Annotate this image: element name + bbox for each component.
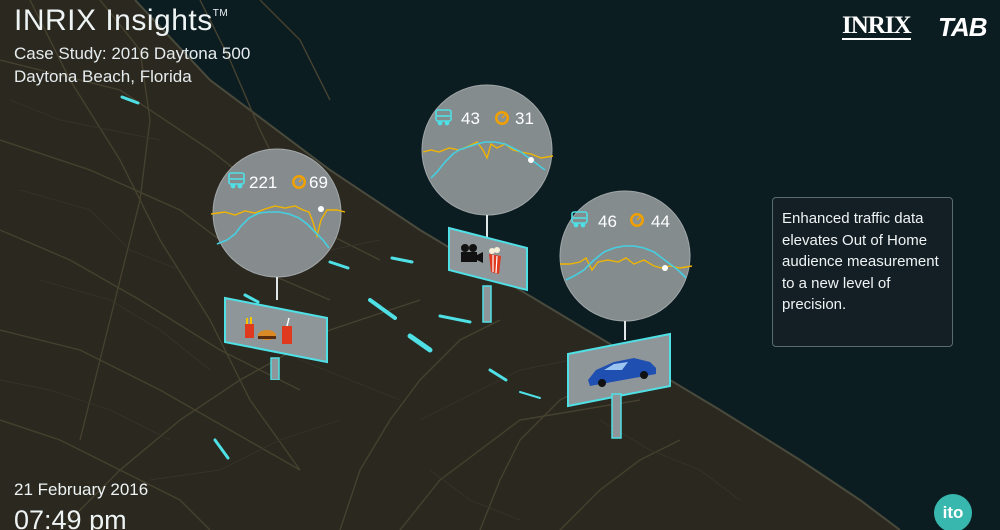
vehicle-count: 46 (598, 212, 617, 231)
speedometer-icon (630, 213, 644, 227)
volume-line (430, 141, 546, 179)
speed-line (210, 205, 346, 239)
volume-line (565, 245, 687, 281)
vehicle-count: 43 (461, 109, 480, 128)
billboard-3 (567, 332, 671, 439)
speedometer-icon (292, 175, 306, 189)
traffic-highlights (120, 95, 541, 460)
billboard-1 (224, 296, 328, 380)
traffic-bubble-1: 221 69 (210, 148, 346, 380)
movie-camera-icon (461, 244, 483, 263)
title-text: INRIX Insights (14, 4, 213, 37)
road-network (0, 0, 681, 530)
bus-icon (435, 109, 452, 126)
speed-value: 69 (309, 173, 328, 192)
ito-logo: ito (934, 494, 972, 530)
bus-icon (228, 172, 245, 189)
speedometer-icon (495, 111, 509, 125)
speed-value: 31 (515, 109, 534, 128)
bus-icon (571, 211, 588, 228)
location-label: Daytona Beach, Florida (14, 67, 192, 86)
speed-value: 44 (651, 212, 670, 231)
blue-car-icon (588, 358, 656, 387)
speed-line (422, 141, 554, 160)
fast-food-icon (245, 317, 292, 344)
trademark-mark: TM (212, 8, 229, 19)
volume-line (216, 211, 330, 249)
vehicle-count: 221 (249, 173, 277, 192)
billboard-2 (448, 226, 528, 323)
info-panel: Enhanced traffic data elevates Out of Ho… (772, 197, 953, 347)
inrix-logo: INRIX (842, 12, 912, 40)
tab-logo: TAB (938, 12, 988, 42)
coastline (134, 0, 901, 530)
case-study-subtitle: Case Study: 2016 Daytona 500 (14, 44, 251, 63)
time-label: 07:49 pm (14, 505, 127, 530)
traffic-bubble-2: 43 31 (421, 84, 554, 323)
popcorn-icon (489, 247, 501, 274)
page-title: INRIX InsightsTM (14, 4, 228, 38)
traffic-bubble-3: 46 44 (559, 190, 693, 439)
date-label: 21 February 2016 (14, 480, 149, 499)
